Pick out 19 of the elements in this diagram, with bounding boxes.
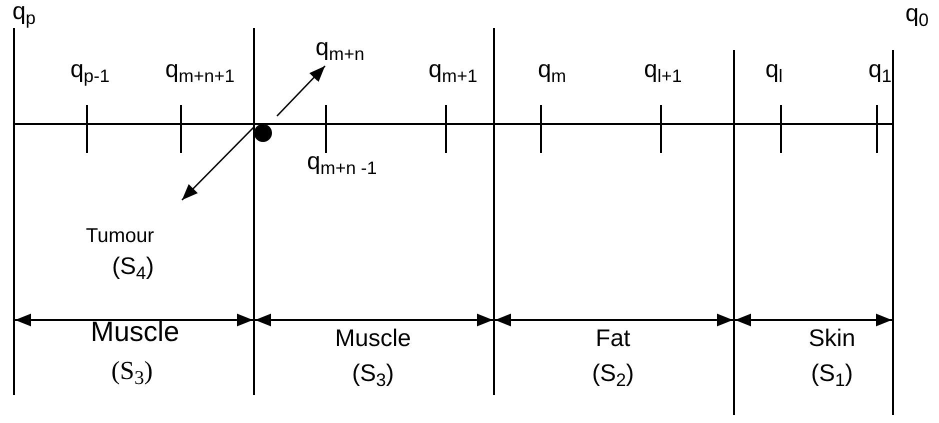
node-variable-label: q$_{m+1}$ (428, 58, 478, 82)
region-label: (S$_{3}$) (111, 358, 153, 384)
region-label: Fat (596, 327, 630, 351)
region-label: (S$_{2}$) (592, 362, 634, 386)
node-variable-label: q$_{1}$ (868, 58, 892, 82)
node-variable-label: q$_{0}$ (905, 2, 929, 26)
node-variable-label: q$_{l}$ (765, 58, 783, 82)
region-label: (S$_{4}$) (112, 255, 154, 279)
region-label: (S$_{3}$) (352, 362, 394, 386)
node-variable-label: q$_{l+1}$ (644, 58, 682, 82)
region-label: Tumour (86, 226, 154, 246)
node-variable-label: q$_{m+n+1}$ (165, 58, 235, 82)
node-variable-label: q$_{m+n}$ (316, 36, 364, 60)
node-variable-label: q$_{m+n -1}$ (307, 150, 377, 174)
region-label: (S$_{1}$) (811, 362, 853, 386)
region-label: Skin (808, 327, 856, 351)
region-label: Muscle (90, 318, 180, 346)
region-label: Muscle (334, 327, 412, 351)
node-variable-label: q$_{m}$ (538, 58, 566, 82)
